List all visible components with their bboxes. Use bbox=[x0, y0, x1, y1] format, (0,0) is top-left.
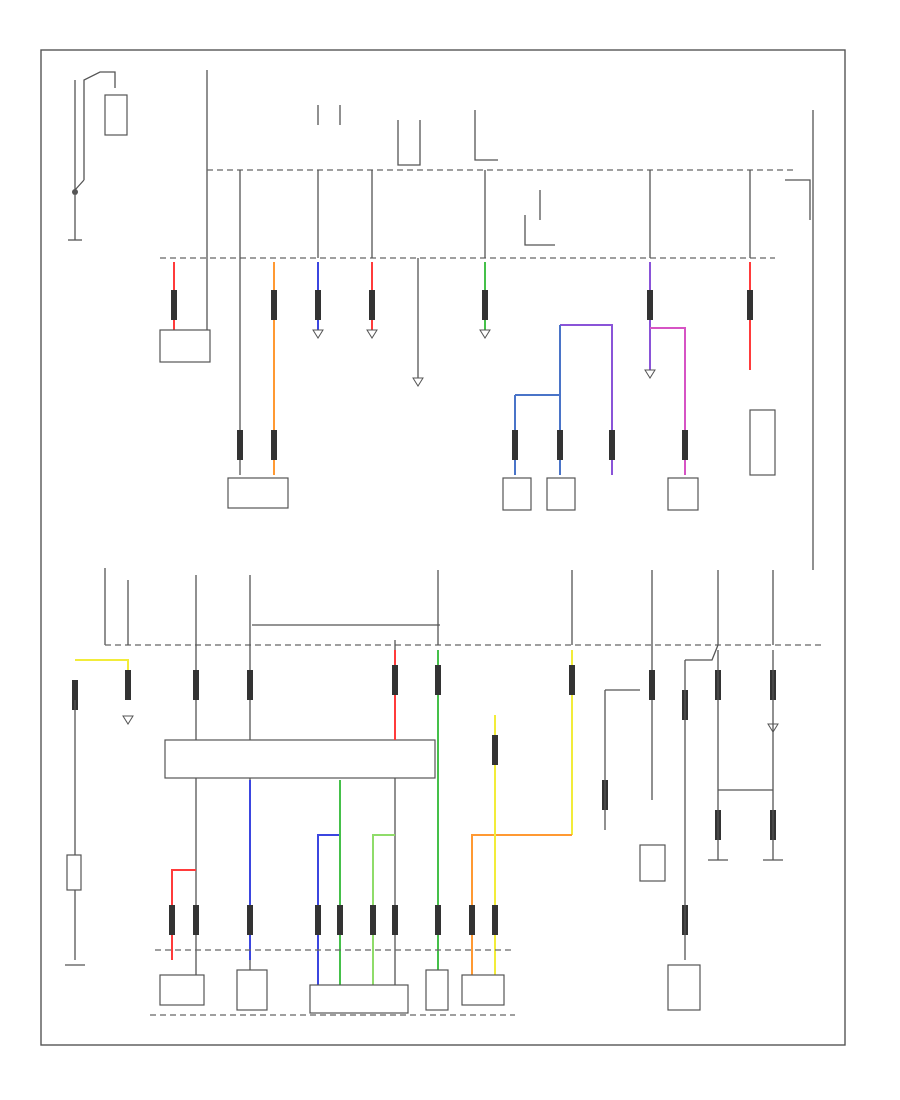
upper-section bbox=[68, 70, 814, 570]
lower-section bbox=[65, 568, 825, 1016]
diagram-frame bbox=[40, 49, 846, 1046]
